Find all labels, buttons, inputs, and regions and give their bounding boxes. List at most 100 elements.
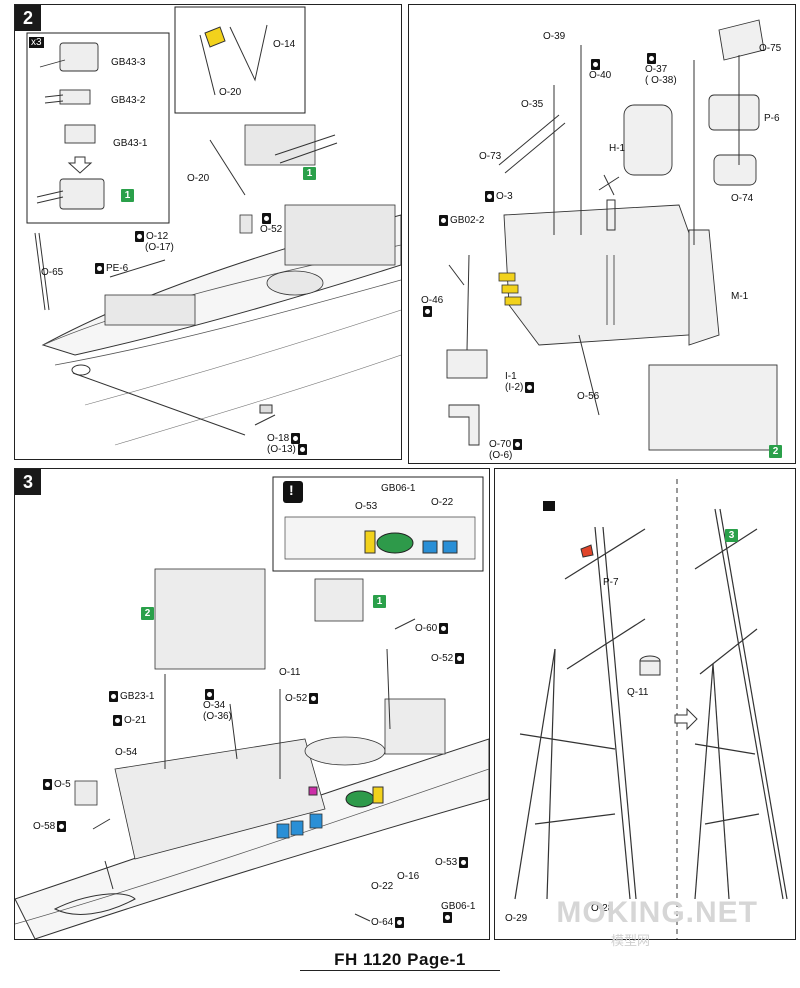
label-o-29: O-29 (505, 913, 528, 924)
pe-icon (439, 623, 449, 634)
label-o-18: O-18 (O-13) (267, 433, 309, 455)
label-o-37: O-37( O-38) (645, 53, 677, 86)
label-o-73: O-73 (479, 151, 502, 162)
label-o-20: O-20 (187, 173, 210, 184)
pe-icon (395, 917, 405, 928)
step2-panel: 2 (14, 4, 402, 460)
label-i-1-text: I-1 (505, 371, 517, 382)
label-o-22: O-22 (371, 881, 394, 892)
label-pe-6: PE-6 (93, 263, 128, 274)
label-o-54: O-54 (115, 747, 138, 758)
pe-icon (95, 263, 104, 274)
pe-icon (423, 306, 432, 317)
label-o-53-text: O-53 (435, 857, 458, 869)
pe-icon (297, 444, 307, 456)
label-o-3: O-3 (483, 191, 513, 202)
label-o-52-text: O-52 (260, 224, 283, 236)
label-o-58-text: O-58 (33, 821, 56, 833)
label-o-36-text: (O-36) (203, 711, 232, 723)
note-icon: ! (289, 482, 294, 498)
subassembly-marker-2: 2 (769, 445, 782, 458)
label-gb23-1: GB23-1 (107, 691, 154, 702)
label-o-60-text: O-60 (415, 623, 438, 635)
label-q-11: Q-11 (627, 687, 649, 698)
label-o-22-note: O-22 (431, 497, 454, 508)
step3-illustration (15, 476, 489, 939)
label-o-52b: O-52 (285, 693, 320, 704)
label-gb23-1-text: GB23-1 (120, 691, 155, 703)
page-footer: FH 1120 Page-1 (334, 950, 466, 969)
label-i-1: I-1(I-2) (505, 371, 536, 393)
step-number-badge: 3 (15, 469, 41, 495)
label-o-64: O-64 (371, 917, 406, 928)
label-o-34-text: O-34 (203, 700, 226, 712)
pe-icon (439, 215, 448, 226)
pe-icon (455, 653, 465, 664)
label-o-53-note: O-53 (355, 501, 378, 512)
label-o-52b-text: O-52 (285, 693, 308, 705)
step-number-badge: 2 (15, 5, 41, 31)
subassembly-marker-3: 3 (725, 529, 738, 542)
subassembly-marker-1: 1 (373, 595, 386, 608)
label-o-46-text: O-46 (421, 295, 444, 306)
pe-icon (113, 715, 122, 726)
label-gb43-3: GB43-3 (111, 57, 146, 68)
label-o-11: O-11 (279, 667, 301, 678)
step2-right-panel: O-39 O-40 O-37( O-38) O-75 P-6 O-35 O-73… (408, 4, 796, 464)
label-o-52-text: O-52 (431, 653, 454, 665)
label-o-12-text: O-12 (146, 231, 169, 243)
label-p-6: P-6 (764, 113, 780, 124)
pe-icon (647, 53, 656, 64)
subassembly-marker-1: 1 (121, 189, 134, 202)
label-o-40-text: O-40 (589, 70, 612, 82)
mast-illustration (514, 479, 788, 939)
label-o-20-top: O-20 (219, 87, 242, 98)
label-o-70-text: O-70 (489, 439, 512, 451)
pe-icon (43, 779, 52, 790)
label-p-7: P-7 (603, 577, 619, 588)
footer-rule (300, 970, 500, 971)
watermark-sub: 模型网 (610, 933, 650, 948)
label-o-6-text: (O-6) (489, 450, 513, 462)
x3-multiplier: x3 (29, 37, 44, 48)
label-o-12: O-12 (O-17) (133, 231, 174, 253)
label-o-37-text: O-37 (645, 64, 668, 76)
label-gb43-1: GB43-1 (113, 138, 148, 149)
label-gb06-1: GB06-1 (441, 901, 475, 923)
pe-icon (485, 191, 494, 202)
label-o-5: O-5 (41, 779, 71, 790)
subassembly-marker-1b: 1 (303, 167, 316, 180)
label-o-52: O-52 (260, 213, 282, 235)
label-o-40: O-40 (589, 59, 611, 81)
pe-icon (459, 857, 469, 868)
label-o-21: O-21 (111, 715, 146, 726)
label-o-64-text: O-64 (371, 917, 394, 929)
label-o-13-text: (O-13) (267, 444, 296, 456)
label-o-28: O-28 (591, 903, 614, 914)
label-gb02-2: GB02-2 (437, 215, 484, 226)
label-o-52: O-52 (431, 653, 466, 664)
pe-icon (109, 691, 118, 702)
label-o-3-text: O-3 (496, 191, 513, 203)
label-o-35: O-35 (521, 99, 544, 110)
label-o-16: O-16 (397, 871, 420, 882)
label-o-70: O-70(O-6) (489, 439, 524, 461)
label-pe-6-text: PE-6 (106, 263, 129, 275)
label-o-21-text: O-21 (124, 715, 147, 727)
pe-icon (57, 821, 67, 832)
label-o-60: O-60 (415, 623, 450, 634)
pe-icon (525, 382, 535, 393)
label-o-58: O-58 (33, 821, 68, 832)
label-o-5-text: O-5 (54, 779, 71, 791)
step3-panel: 3 (14, 468, 490, 940)
label-h-1: H-1 (609, 143, 626, 154)
superstructure-illustration (446, 19, 778, 451)
label-o-39: O-39 (543, 31, 566, 42)
label-o-17-text: (O-17) (145, 242, 174, 254)
pe-icon (309, 693, 319, 704)
step2-illustration (26, 6, 401, 446)
label-o-53: O-53 (435, 857, 470, 868)
pe-icon (291, 433, 301, 444)
pe-icon (443, 912, 452, 923)
label-o-18-text: O-18 (267, 433, 290, 445)
